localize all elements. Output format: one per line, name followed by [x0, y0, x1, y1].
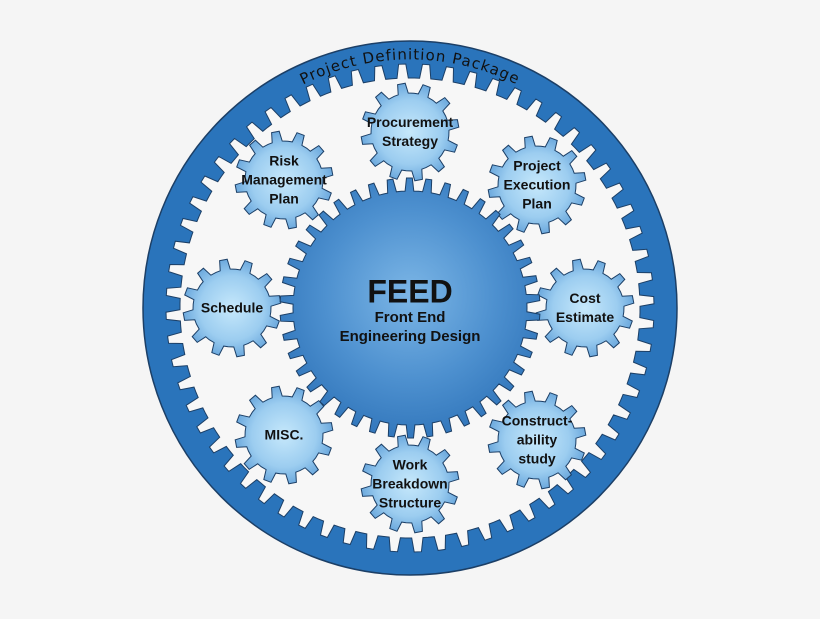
label-line: Plan — [522, 195, 552, 212]
gear-label-risk-management: Risk Management Plan — [241, 152, 327, 209]
gear-constructability — [487, 390, 587, 490]
gear-label-schedule: Schedule — [201, 299, 263, 318]
gear-cost-estimate — [535, 258, 635, 358]
label-line: MISC. — [264, 426, 304, 443]
label-line: Plan — [269, 190, 299, 207]
center-subtitle: Front End Engineering Design — [340, 308, 481, 346]
label-line: Strategy — [381, 133, 439, 149]
gear-label-misc: MISC. — [265, 426, 304, 445]
gear-project-execution — [487, 135, 587, 235]
gear-label-constructability: Construct- ability study — [502, 412, 573, 469]
center-title: FEED — [367, 273, 453, 310]
center-subtitle-line-2: Engineering Design — [339, 328, 481, 345]
label-line: Project — [513, 157, 561, 174]
gear-procurement — [360, 82, 460, 182]
label-line: ability — [516, 431, 558, 448]
label-line: study — [518, 450, 556, 467]
gear-label-work-breakdown: Work Breakdown Structure — [372, 456, 447, 513]
gear-label-cost-estimate: Cost Estimate — [556, 289, 614, 327]
gear-work-breakdown — [360, 434, 460, 534]
center-subtitle-line-1: Front End — [374, 309, 446, 326]
small-gears — [182, 82, 635, 534]
label-line: Estimate — [555, 309, 615, 325]
label-line: Cost — [569, 290, 601, 306]
label-line: Schedule — [200, 299, 264, 316]
label-line: Management — [241, 171, 327, 188]
label-line: Construct- — [501, 412, 573, 429]
gear-risk-management — [234, 130, 334, 230]
label-line: Breakdown — [372, 475, 448, 492]
label-line: Procurement — [366, 114, 454, 130]
label-line: Work — [392, 456, 428, 473]
label-line: Structure — [378, 494, 442, 511]
gear-schedule — [182, 258, 282, 358]
gear-label-project-execution: Project Execution Plan — [504, 157, 571, 214]
label-line: Risk — [269, 152, 299, 169]
center-gear-feed — [279, 177, 541, 439]
gear-misc — [234, 385, 334, 485]
label-line: Execution — [503, 176, 571, 193]
gear-label-procurement: Procurement Strategy — [367, 113, 453, 151]
